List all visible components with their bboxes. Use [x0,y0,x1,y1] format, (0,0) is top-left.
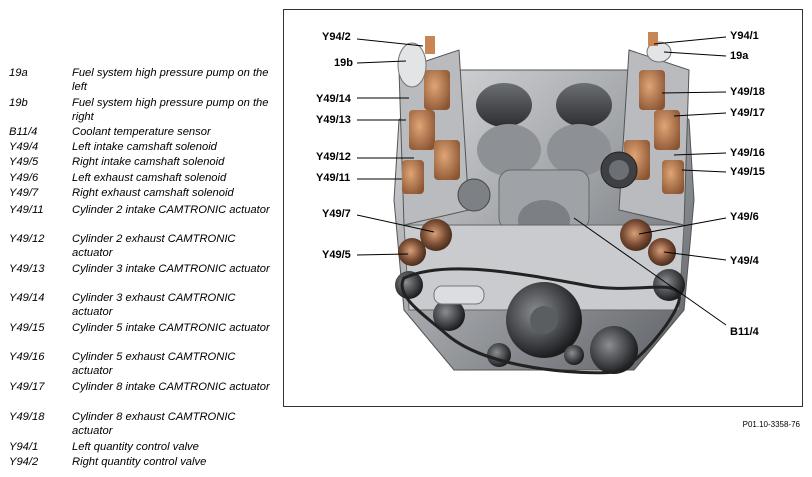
callout-y49-12: Y49/12 [316,151,351,163]
legend-code: Y49/15 [9,322,45,334]
callout-19a: 19a [730,50,749,62]
legend-code: Y49/11 [9,204,44,216]
legend-code: Y94/2 [9,456,39,468]
callout-y49-6: Y49/6 [730,211,759,223]
legend-code: 19a [9,67,28,79]
engine-figure: Y94/2 19b Y49/14 Y49/13 Y49/12 Y49/11 Y4… [283,9,803,407]
belt-drive [395,267,685,375]
callout-b11-4: B11/4 [730,326,760,338]
throttle-body [457,178,491,212]
engine-illustration: Y94/2 19b Y49/14 Y49/13 Y49/12 Y49/11 Y4… [316,30,765,375]
callout-y94-1: Y94/1 [730,30,759,42]
legend-desc: Cylinder 5 exhaust CAMTRONIC actuator [72,351,236,377]
legend-desc: Cylinder 3 intake CAMTRONIC actuator [72,263,270,275]
legend-code: B11/4 [9,126,38,138]
legend-desc: Right intake camshaft solenoid [72,156,225,168]
leader-lines [356,36,727,326]
legend-code: Y49/14 [9,292,45,304]
callout-y49-16: Y49/16 [730,147,765,159]
callout-y49-7: Y49/7 [322,208,351,220]
callout-y49-17: Y49/17 [730,107,765,119]
legend-code: Y49/4 [9,141,39,153]
camshaft-solenoids [398,219,676,266]
legend-desc: Left exhaust camshaft solenoid [72,172,227,184]
legend-desc: Cylinder 8 intake CAMTRONIC actuator [72,381,270,393]
callout-y49-18: Y49/18 [730,86,765,98]
callout-y49-4: Y49/4 [730,255,760,267]
legend-code: Y49/13 [9,263,45,275]
legend-desc: Cylinder 2 intake CAMTRONIC actuator [72,204,270,216]
callout-19b: 19b [334,57,353,69]
coil-packs-left [402,70,460,194]
legend-code: Y49/12 [9,233,45,245]
legend-code: Y49/5 [9,156,39,168]
callout-y49-13: Y49/13 [316,114,351,126]
figure-caption: P01.10-3358-76 [742,420,800,429]
callout-y49-14: Y49/14 [316,93,352,105]
legend-code: Y94/1 [9,441,39,453]
legend-code: Y49/7 [9,187,39,199]
legend-code: Y49/18 [9,411,45,423]
legend-desc: Cylinder 8 exhaust CAMTRONIC actuator [72,411,236,437]
callout-y49-5: Y49/5 [322,249,351,261]
legend-desc: Fuel system high pressure pump on the ri… [72,97,269,123]
callout-y49-15: Y49/15 [730,166,765,178]
callout-y94-2: Y94/2 [322,31,351,43]
legend-desc: Coolant temperature sensor [72,126,211,138]
legend-desc: Left intake camshaft solenoid [72,141,217,153]
callouts: Y94/2 19b Y49/14 Y49/13 Y49/12 Y49/11 Y4… [316,30,765,338]
legend-code: Y49/17 [9,381,45,393]
legend-desc: Right exhaust camshaft solenoid [72,187,234,199]
legend-desc: Fuel system high pressure pump on the le… [72,67,269,93]
legend-code: Y49/16 [9,351,45,363]
coil-packs-right [624,70,684,194]
oil-filter [600,151,638,189]
legend-desc: Cylinder 3 exhaust CAMTRONIC actuator [72,292,236,318]
legend-desc: Right quantity control valve [72,456,207,468]
legend-desc: Cylinder 5 intake CAMTRONIC actuator [72,322,270,334]
legend-desc: Left quantity control valve [72,441,199,453]
legend-code: 19b [9,97,28,109]
callout-y49-11: Y49/11 [316,172,350,184]
legend-desc: Cylinder 2 exhaust CAMTRONIC actuator [72,233,236,259]
hp-pumps [397,32,672,88]
legend-code: Y49/6 [9,172,39,184]
